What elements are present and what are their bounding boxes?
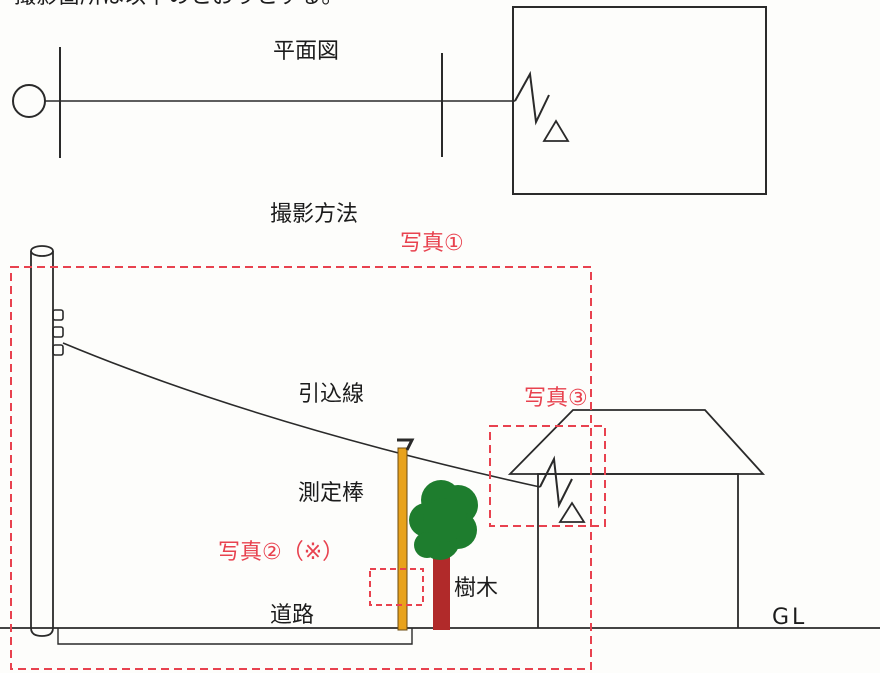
shooting-method-label: 撮影方法	[270, 202, 359, 227]
measuring-rod	[397, 447, 408, 631]
house-entrance-zigzag-icon	[539, 455, 573, 509]
insulator-3	[52, 344, 64, 356]
tree-trunk	[433, 555, 450, 630]
ground-line-label: GL	[772, 605, 808, 630]
pole-top-cap	[30, 245, 54, 257]
tree-foliage	[409, 480, 478, 560]
house-meter-triangle-icon	[558, 501, 586, 523]
tree-label: 樹木	[454, 576, 499, 601]
plan-view-label: 平面図	[273, 39, 340, 64]
plan-building-rect	[512, 6, 767, 195]
house-roof	[507, 409, 766, 475]
insulator-2	[52, 326, 64, 338]
photo-2-label: 写真②（※）	[218, 540, 345, 565]
measuring-rod-label: 測定棒	[298, 481, 365, 506]
plan-entrance-zigzag-icon	[514, 70, 550, 126]
insulator-1	[52, 309, 64, 321]
photo-3-label: 写真③	[524, 386, 588, 411]
photo-3-frame	[489, 425, 606, 527]
photo-1-label: 写真①	[400, 231, 464, 256]
road-label: 道路	[270, 603, 315, 628]
photo-1-frame	[10, 266, 592, 670]
top-instruction-text: 撮影箇所は以下のとおりとする。	[14, 0, 343, 8]
plan-pole-circle	[12, 84, 46, 118]
road-outline	[57, 628, 413, 645]
measuring-rod-hook	[397, 438, 415, 451]
utility-pole	[30, 251, 54, 637]
house-walls	[537, 473, 739, 628]
plan-meter-triangle-icon	[542, 119, 570, 142]
service-wire-label: 引込線	[298, 382, 365, 407]
service-drop-wire	[62, 342, 541, 488]
photo-2-frame	[369, 568, 424, 606]
